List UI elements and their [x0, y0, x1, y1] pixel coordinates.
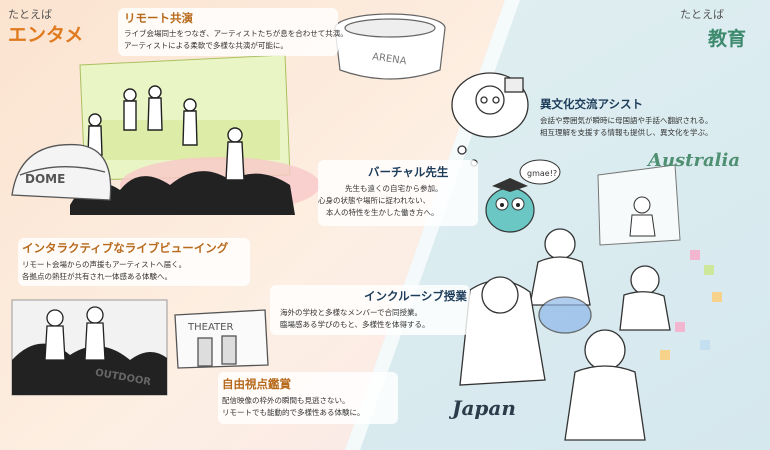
remote-performance-line2: アーティストによる柔軟で多様な共演が可能に。	[124, 41, 288, 50]
australia-label: Australia	[648, 150, 740, 171]
outdoor-crowd	[11, 299, 168, 396]
free-viewpoint-line1: 配信映像の枠外の瞬間も見逃さない。	[222, 396, 350, 405]
right-category-small: たとえば	[680, 8, 724, 21]
right-category-big: 教育	[708, 28, 747, 50]
students	[459, 228, 671, 441]
inclusive-class-line1: 海外の学校と多様なメンバーで合同授業。	[280, 308, 423, 317]
theater-building	[174, 309, 269, 369]
virtual-teacher-line2: 心身の状態や場所に捉われない、	[318, 196, 431, 205]
sticky-notes	[660, 250, 722, 360]
left-category-big: エンタメ	[8, 24, 84, 46]
interactive-live-viewing-card	[18, 238, 250, 286]
interactive-live-viewing-title: インタラクティブなライブビューイング	[22, 241, 229, 255]
remote-performance-line1: ライブ会場同士をつなぎ、アーティストたちが息を合わせて共演。	[124, 29, 348, 38]
inclusive-class-card	[270, 285, 470, 335]
virtual-teacher-title: バーチャル先生	[368, 165, 449, 179]
japan-label: Japan	[452, 396, 516, 420]
inclusive-class-title: インクルーシブ授業	[364, 289, 467, 303]
stage-scene	[70, 54, 320, 215]
cross-cultural-assist-title: 異文化交流アシスト	[540, 97, 644, 111]
theater-label: THEATER	[187, 322, 233, 333]
remote-performance-title: リモート共演	[124, 11, 193, 25]
remote-screen	[597, 164, 681, 246]
free-viewpoint-title: 自由視点鑑賞	[222, 377, 291, 391]
virtual-teacher-card	[318, 160, 478, 226]
free-viewpoint-card	[218, 372, 398, 424]
dome-building	[11, 143, 112, 201]
free-viewpoint-line2: リモートでも能動的で多様性ある体験に。	[222, 408, 365, 417]
dome-label: DOME	[25, 172, 65, 186]
interactive-live-viewing-line1: リモート会場からの声援もアーティストへ届く。	[22, 260, 187, 269]
arena-building	[334, 13, 446, 80]
virtual-teacher-line1: 先生も遠くの自宅から参加。	[345, 184, 443, 193]
interactive-live-viewing-line2: 各拠点の熱狂が共有され一体感ある体験へ。	[22, 272, 172, 281]
owl-teacher	[485, 159, 561, 233]
arena-label: ARENA	[371, 52, 407, 68]
cross-cultural-assist-line1: 会話や雰囲気が瞬時に母国語や手話へ翻訳される。	[540, 116, 713, 125]
remote-performance-card	[118, 8, 338, 56]
owl-speech: gmae!?	[527, 169, 557, 178]
inclusive-class-line2: 臨場感ある学びのもと、多様性を体得する。	[280, 320, 430, 329]
left-category-small: たとえば	[8, 8, 52, 21]
virtual-teacher-line3: 本人の特性を生かした働き方へ。	[326, 208, 439, 217]
cross-cultural-assist-line2: 相互理解を支援する情報も提供し、異文化を学ぶ。	[540, 128, 713, 137]
